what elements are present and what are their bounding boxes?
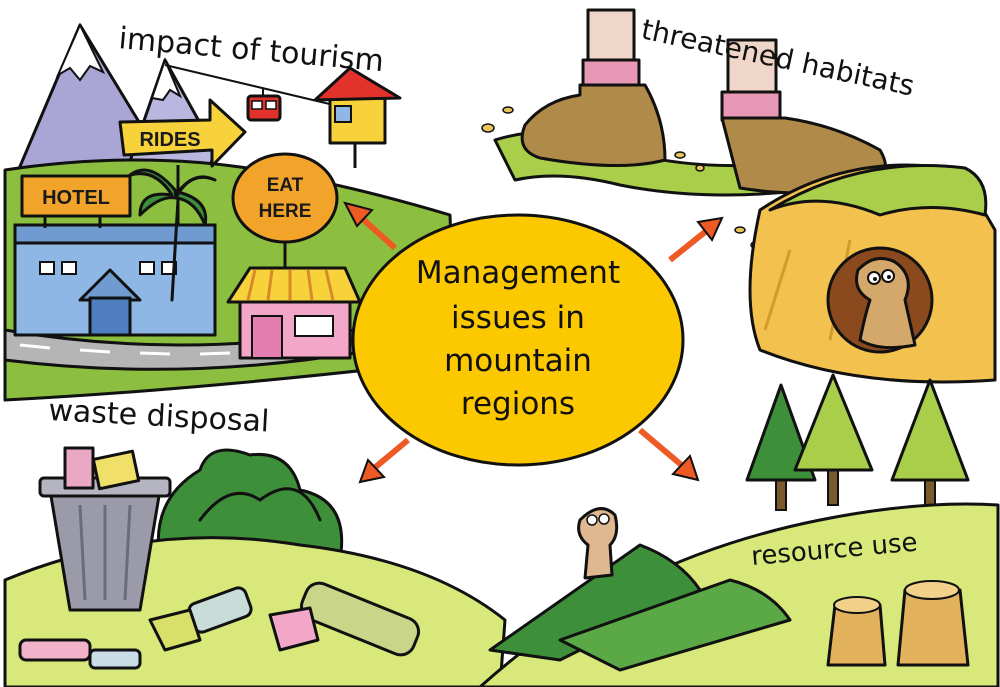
habitats-panel	[481, 8, 997, 384]
rides-sign-text: RIDES	[139, 129, 200, 151]
eat-here-text-1: EAT	[267, 175, 304, 196]
palm-tree	[128, 168, 217, 227]
center-line-2: issues in	[451, 300, 585, 336]
center-text: Management issues in mountain regions	[416, 255, 620, 422]
arrow-to-waste	[358, 437, 410, 484]
label-habitats: threatened habitats	[639, 13, 918, 103]
arrow-to-tourism	[343, 201, 398, 251]
center-line-4: regions	[461, 386, 575, 422]
eat-here-text-2: HERE	[259, 201, 312, 222]
eat-here-sign	[231, 152, 339, 244]
center-line-3: mountain	[444, 343, 592, 379]
hotel-sign	[20, 174, 132, 218]
center-ellipse	[351, 213, 685, 467]
boot-left	[520, 83, 667, 167]
cable-line	[164, 64, 356, 111]
rides-sign	[118, 98, 247, 168]
resources-panel	[478, 373, 1000, 687]
hotel-sign-text: HOTEL	[42, 187, 110, 209]
pine-trees	[745, 373, 970, 511]
label-waste: waste disposal	[48, 393, 271, 440]
center-line-1: Management	[416, 255, 620, 291]
goat	[577, 507, 619, 580]
litter-paper	[268, 606, 320, 652]
arrow-to-habitats	[668, 216, 724, 263]
waste-panel	[3, 446, 507, 687]
tree-stumps	[826, 580, 970, 667]
label-tourism: impact of tourism	[117, 21, 385, 79]
bush	[156, 448, 344, 562]
sock-right	[720, 90, 782, 122]
litter-bottle	[299, 581, 421, 657]
tourism-panel: HOTEL RIDES EAT HERE	[3, 22, 457, 402]
arrows	[343, 201, 724, 484]
dirt-specks	[481, 106, 760, 249]
fallen-tree-2	[558, 578, 792, 672]
arrow-to-resources	[638, 427, 700, 482]
